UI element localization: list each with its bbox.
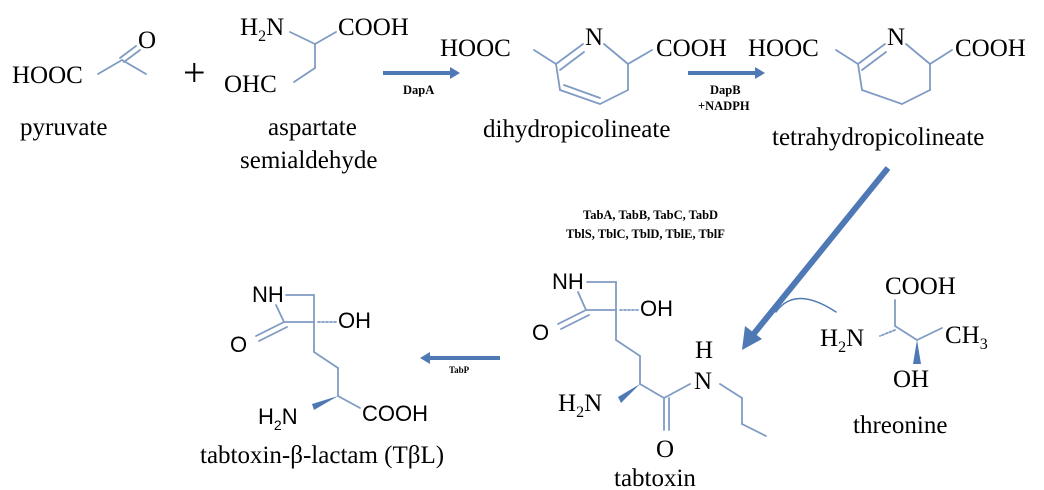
tabtoxin-chain-bond [615,339,641,357]
pyruvate-name: pyruvate [20,114,107,141]
asa-name-line1: aspartate [268,114,357,141]
tbl-cooh-label: COOH [362,401,428,426]
thr-bond [894,325,918,341]
asa-bond [293,67,316,83]
thr-h2n-label: H2N [820,325,864,356]
tabtoxin-amide-bond [663,383,691,399]
tabtoxin-propyl-bond [719,383,743,399]
thp-ring-bond [857,63,863,91]
thr-oh-label: OH [893,366,929,393]
tbl-carbonyl-bond [258,326,288,342]
thr-cooh-label: COOH [885,273,956,300]
asa-cooh-label: COOH [338,14,409,41]
tabtoxin-h2n-label: H2N [558,390,602,421]
dhp-ring-bond [555,63,561,91]
tabtoxin-oh-label: OH [640,296,673,321]
tab-tbl-reaction-arrow: TabA, TabB, TabC, TabD TblS, TblC, TblD,… [566,166,891,350]
tbl-chain-bond [337,395,361,409]
thp-bond [929,49,953,65]
threonine-incorporation-arc [775,297,837,313]
dhp-ring-bond [555,43,584,65]
dihydropicolineate-structure: HOOC N COOH dihydropicolineate [440,24,727,143]
dhp-bond [533,49,557,65]
dhp-ring-bond [559,89,601,105]
tbl-enzymes-line2: TblS, TblC, TblD, TblE, TblF [566,227,725,241]
tabtoxin-chain-bond [639,383,665,399]
tab-enzymes-line1: TabA, TabB, TabC, TabD [583,208,718,222]
tbl-name: tabtoxin-β-lactam (TβL) [200,442,444,469]
tbl-nh-label: NH [252,282,284,307]
dhp-hooc-label: HOOC [440,35,511,62]
dhp-ring-bond [599,89,629,105]
thr-bond [916,327,943,341]
dapA-label: DapA [403,83,434,97]
dhp-ring-double-bond [559,51,585,71]
aspartate-semialdehyde-structure: H2N COOH OHC aspartate semialdehyde [224,14,409,174]
dhp-ring-double-bond [563,84,601,99]
tabtoxin-name: tabtoxin [614,465,696,490]
thr-hashed-bond [879,329,896,337]
thp-ring-bond [901,89,931,105]
tbl-ring-bond [275,304,285,323]
nadph-label: +NADPH [698,99,750,113]
tetrahydropicolineate-structure: HOOC N COOH tetrahydropicolineate [748,24,1026,151]
tabtoxin-propyl-bond [741,423,767,437]
thp-ring-bond [861,89,903,105]
tbl-h2n-label: H2N [258,404,298,433]
tabP-label: TabP [449,365,470,375]
thp-cooh-label: COOH [955,35,1026,62]
thr-name: threonine [853,412,947,439]
asa-ohc-label: OHC [224,71,277,98]
dapB-label: DapB [710,83,741,97]
dhp-cooh-label: COOH [656,35,727,62]
pyruvate-bond [97,59,123,75]
tabtoxin-carbonyl-bond [560,314,590,330]
pyruvate-carbonyl-bond [123,49,141,63]
thp-n-label: N [887,24,905,51]
tabtoxin-o-lactam-label: O [532,320,549,345]
dhp-name: dihydropicolineate [483,116,670,143]
tabtoxin-beta-lactam-structure: NH OH O H2N COOH tabtoxin-β-lactam (TβL) [200,282,444,469]
tabtoxin-ring-bond [577,291,587,311]
tabtoxin-n-label: N [694,368,712,395]
thp-ring-double-bond [861,51,887,71]
tabtoxin-o-amide-label: O [656,436,674,463]
tbl-oh-label: OH [338,308,371,333]
thr-wedge-bond [913,340,921,364]
thp-hooc-label: HOOC [748,35,819,62]
thp-bond [835,49,859,65]
thr-ch3-label: CH3 [945,322,988,353]
tbl-chain-bond [313,351,339,369]
asa-name-line2: semialdehyde [240,147,377,174]
pyruvate-o-label: O [138,27,156,54]
tabtoxin-h-label: H [695,337,713,364]
asa-bond [289,31,316,45]
threonine-structure: COOH H2N CH3 OH threonine [820,273,988,439]
plus-operator: + [183,50,206,95]
pyruvate-carbonyl-bond [119,45,137,59]
tabtoxin-structure: NH OH O H N H2N O tabtoxin [532,269,767,490]
thp-name: tetrahydropicolineate [772,124,984,151]
tabtoxin-wedge-bond [618,384,640,403]
asa-h2n-label: H2N [240,14,284,45]
tbl-carbonyl-bond [255,321,285,337]
tbl-o-label: O [230,332,247,357]
thp-ring-bond [857,43,886,65]
asa-bond [314,31,337,45]
pyruvate-structure: HOOC O pyruvate [12,27,156,141]
thp-ring-bond [905,43,931,65]
tabtoxin-carbonyl-bond [557,309,587,325]
dapA-reaction-arrow: DapA [383,67,460,97]
dhp-ring-bond [603,43,629,65]
tabP-reaction-arrow: TabP [420,352,500,375]
tbl-wedge-bond [312,396,338,410]
tabtoxin-nh-label: NH [552,269,584,294]
pyruvate-hooc-label: HOOC [12,62,83,89]
dapB-reaction-arrow: DapB +NADPH [688,67,765,113]
dhp-n-label: N [585,24,603,51]
pyruvate-bond [121,59,147,75]
dhp-bond [627,49,653,65]
